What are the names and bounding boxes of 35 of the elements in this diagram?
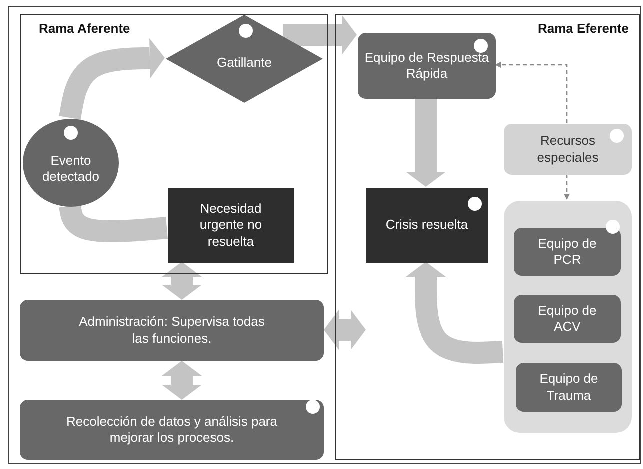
- arrow: [406, 98, 446, 187]
- node-label: Equipo de ACV: [537, 302, 598, 336]
- node-label: Administración: Supervisa todas las funciones.: [78, 314, 266, 347]
- resource-box: [504, 124, 632, 175]
- process-box: [514, 295, 621, 343]
- arrow: [162, 361, 202, 400]
- arrow: [564, 174, 570, 200]
- node-label: Recursos especiales: [536, 133, 600, 166]
- panel-heading: Rama Aferente: [39, 21, 130, 38]
- panel: [20, 14, 328, 274]
- arrow: [283, 15, 357, 55]
- decision-diamond: [166, 15, 323, 103]
- process-box: [366, 188, 488, 263]
- event-ellipse: [23, 119, 119, 207]
- panel: [335, 14, 640, 460]
- process-box: [358, 33, 496, 99]
- group-container: [504, 201, 632, 433]
- node-label: Equipo de Trauma: [538, 371, 600, 404]
- process-box: [514, 228, 621, 276]
- arrow: [495, 62, 568, 123]
- arrow: [406, 262, 504, 364]
- process-box: [516, 363, 622, 412]
- arrow: [324, 310, 366, 350]
- node-label: Equipo de PCR: [537, 236, 598, 268]
- arrow: [162, 262, 202, 300]
- process-box: [20, 300, 324, 361]
- process-box: [20, 400, 324, 460]
- process-box: [168, 188, 294, 263]
- node-label: Equipo de Respuesta Rápida: [364, 50, 490, 82]
- panel-heading: Rama Eferente: [538, 21, 629, 38]
- node-label: Gatillante: [217, 54, 272, 72]
- node-label: Recolección de datos y análisis para mejorar los procesos.: [65, 414, 278, 446]
- node-label: Crisis resuelta: [386, 217, 468, 234]
- node-label: Necesidad urgente no resuelta: [198, 201, 264, 250]
- node-label: Evento detectado: [41, 152, 101, 186]
